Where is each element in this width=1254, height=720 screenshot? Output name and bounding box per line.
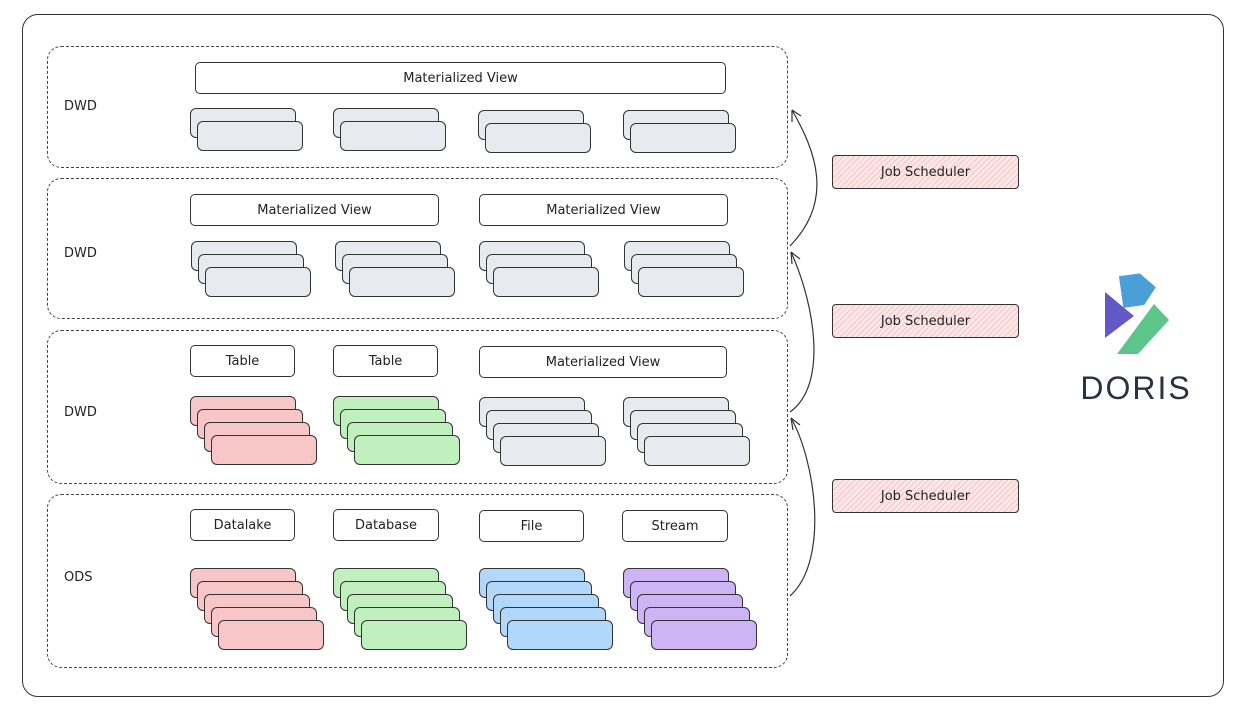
stack-card bbox=[218, 620, 324, 650]
logo-shape bbox=[1105, 292, 1134, 338]
database-box: Database bbox=[333, 509, 439, 541]
stack-card bbox=[361, 620, 467, 650]
job-scheduler-box: Job Scheduler bbox=[832, 155, 1019, 189]
logo-shape bbox=[1118, 273, 1156, 308]
stack-card bbox=[493, 267, 599, 297]
layer-ods bbox=[47, 494, 788, 668]
layer-label: DWD bbox=[64, 99, 97, 114]
arrow-head bbox=[790, 417, 801, 431]
stack-card bbox=[349, 267, 455, 297]
logo-shape bbox=[1117, 304, 1169, 354]
stack-card bbox=[630, 123, 736, 153]
layer-label: DWD bbox=[64, 405, 97, 420]
arrow bbox=[789, 251, 815, 413]
datalake-box: Datalake bbox=[190, 509, 295, 541]
stack-card bbox=[651, 620, 757, 650]
job-scheduler-box: Job Scheduler bbox=[832, 479, 1019, 513]
stack-card bbox=[211, 435, 317, 465]
layer-label: ODS bbox=[64, 570, 93, 585]
arrow bbox=[789, 417, 816, 597]
materialized-view-box: Materialized View bbox=[190, 194, 439, 226]
stream-box: Stream bbox=[622, 510, 728, 542]
materialized-view-box: Materialized View bbox=[195, 62, 726, 94]
file-box: File bbox=[479, 510, 584, 542]
table-box: Table bbox=[190, 345, 295, 377]
materialized-view-box: Materialized View bbox=[479, 194, 728, 226]
arrow-head bbox=[791, 109, 802, 122]
stack-card bbox=[500, 436, 606, 466]
stack-card bbox=[485, 123, 591, 153]
materialized-view-box: Materialized View bbox=[479, 346, 727, 378]
stack-card bbox=[638, 267, 744, 297]
layer-label: DWD bbox=[64, 246, 97, 261]
table-box: Table bbox=[333, 345, 438, 377]
arrow-head bbox=[790, 251, 801, 265]
layer-dwd-bottom bbox=[47, 330, 788, 484]
layer-dwd-middle bbox=[47, 178, 788, 319]
stack-card bbox=[354, 435, 460, 465]
stack-card bbox=[197, 121, 303, 151]
doris-logo-text: DORIS bbox=[1080, 370, 1192, 406]
stack-card bbox=[340, 121, 446, 151]
stack-card bbox=[507, 620, 613, 650]
diagram-frame bbox=[22, 14, 1224, 697]
job-scheduler-box: Job Scheduler bbox=[832, 304, 1019, 338]
doris-logo-icon bbox=[1105, 273, 1169, 354]
stack-card bbox=[205, 267, 311, 297]
arrow bbox=[789, 109, 818, 247]
layer-dwd-top bbox=[47, 46, 788, 168]
stack-card bbox=[644, 436, 750, 466]
